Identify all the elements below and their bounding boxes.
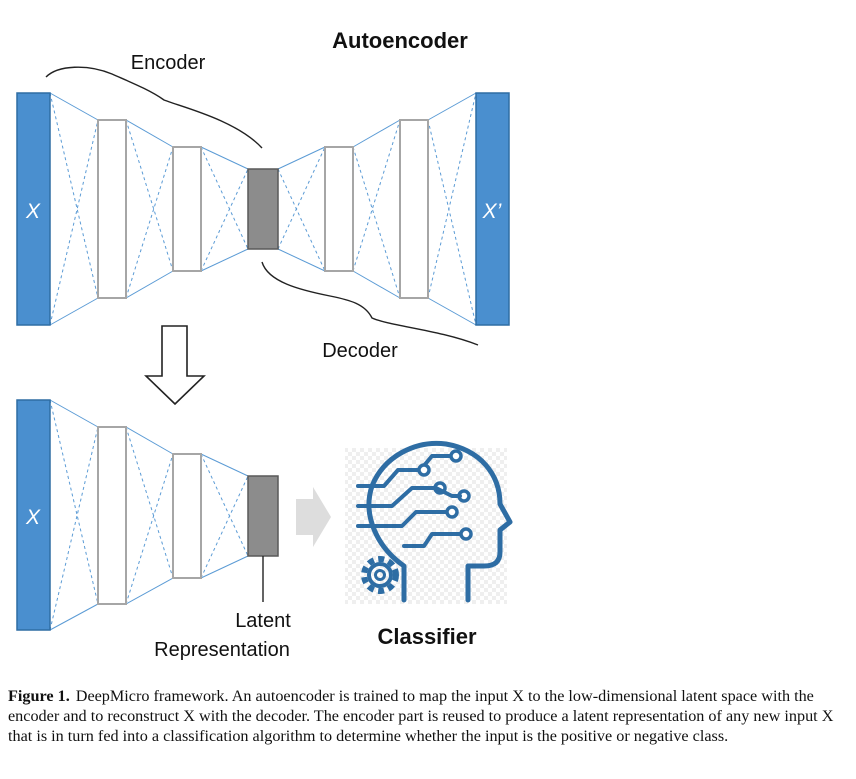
output-layer-label: X’ [482, 200, 502, 223]
latent-label-line1: Latent [235, 610, 291, 632]
autoencoder-title: Autoencoder [332, 28, 468, 53]
encoder-dashed-connections [49, 399, 249, 631]
input-layer-label: X [25, 200, 41, 223]
encoder-hidden-layer-2 [172, 146, 202, 272]
reused-hidden-layer-1 [97, 426, 127, 605]
encoder-brace [45, 66, 263, 149]
output-layer [475, 92, 510, 326]
autoencoder-diagram: Autoencoder Encoder X X’ [16, 28, 510, 362]
encoder-label: Encoder [131, 52, 206, 74]
latent-layer [247, 168, 279, 250]
encoder-reuse-diagram: X Latent Representation [16, 399, 331, 660]
decoder-hidden-layer-2 [399, 119, 429, 299]
right-arrow-icon [296, 487, 331, 547]
decoder-hidden-layer-1 [324, 146, 354, 272]
deepmicro-diagram: Autoencoder Encoder X X’ [16, 28, 513, 660]
latent-label-line2: Representation [154, 639, 290, 660]
caption-text: DeepMicro framework. An autoencoder is t… [8, 687, 834, 745]
figure-caption: Figure 1.DeepMicro framework. An autoenc… [8, 686, 850, 746]
ai-head-icon [356, 440, 513, 603]
encoder-connections [49, 399, 249, 631]
gear-icon [361, 556, 399, 594]
new-input-layer [16, 399, 51, 631]
decoder-brace [261, 261, 479, 346]
encoder-hidden-layer-1 [97, 119, 127, 299]
decoder-label: Decoder [322, 340, 398, 362]
new-input-layer-label: X [25, 506, 41, 529]
reused-hidden-layer-2 [172, 453, 202, 579]
down-arrow-icon [144, 325, 206, 406]
autoencoder-dashed-connections [49, 92, 477, 326]
classifier: Classifier [345, 440, 513, 649]
input-layer [16, 92, 51, 326]
autoencoder-connections [49, 92, 477, 326]
latent-representation-layer [247, 475, 279, 557]
classifier-label: Classifier [377, 624, 476, 649]
figure-number: Figure 1. [8, 687, 70, 705]
